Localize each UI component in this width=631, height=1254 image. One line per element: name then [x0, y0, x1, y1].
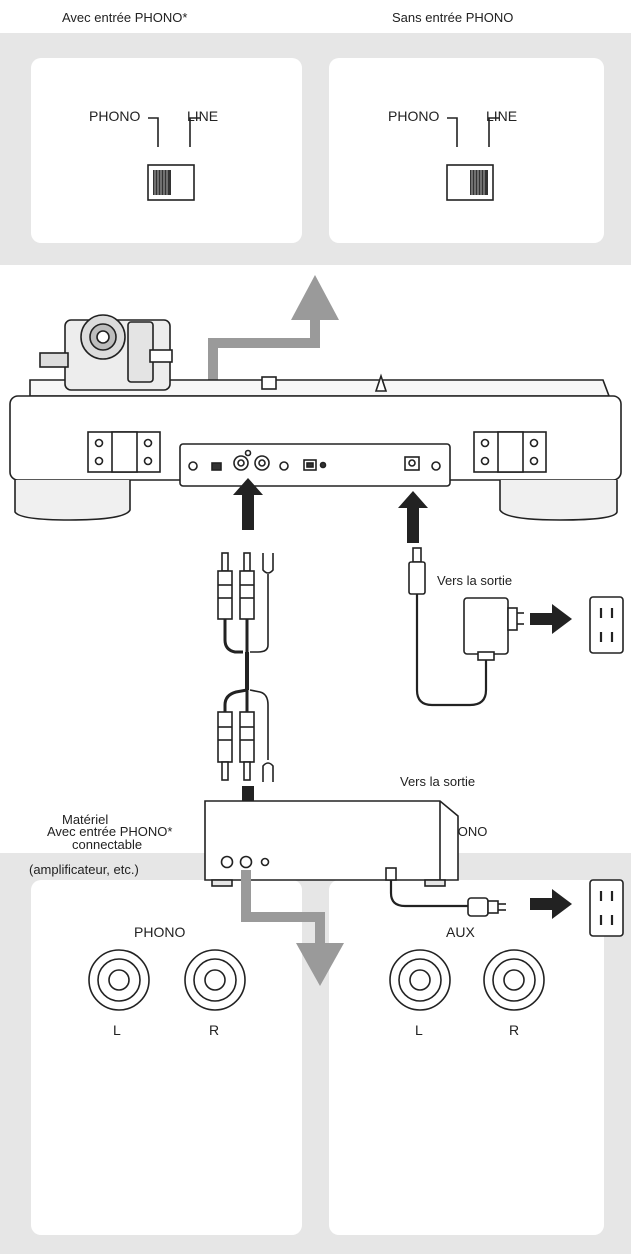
wall-outlet-1-icon	[589, 596, 624, 654]
top-right-line-label: LINE	[486, 108, 518, 124]
black-arrow-up-rca	[233, 478, 263, 495]
black-arrow-right-outlet-2	[530, 889, 572, 919]
bottom-right-jack-r-label: R	[509, 1022, 520, 1038]
device-label-line1: Matériel	[62, 812, 109, 827]
bottom-left-panel	[31, 880, 302, 1235]
top-right-phono-label: PHONO	[388, 108, 440, 124]
black-arrow-up-dc	[398, 491, 428, 508]
bottom-left-title: PHONO	[134, 924, 186, 940]
bottom-left-jacks	[88, 949, 246, 1011]
black-arrow-up-rca-stem	[242, 494, 254, 530]
device-label-line2: connectable	[72, 837, 143, 852]
top-right-switch	[446, 117, 499, 201]
bottom-right-panel	[329, 880, 604, 1235]
top-left-panel	[31, 58, 302, 243]
top-right-panel	[329, 58, 604, 243]
wall-outlet-2-icon	[589, 879, 624, 937]
rca-cable	[217, 552, 274, 782]
top-left-switch	[147, 117, 200, 201]
device-label-line3: (amplificateur, etc.)	[29, 862, 139, 877]
outlet-label-turntable: Vers la sortie	[437, 573, 513, 588]
gray-arrow-down	[241, 870, 344, 986]
bottom-left-jack-l-label: L	[113, 1022, 121, 1038]
turntable	[9, 314, 622, 521]
top-left-phono-label: PHONO	[89, 108, 141, 124]
outlet-label-amplifier: Vers la sortie	[400, 774, 476, 789]
bottom-left-jack-r-label: R	[209, 1022, 220, 1038]
top-left-line-label: LINE	[187, 108, 219, 124]
black-arrow-up-dc-stem	[407, 507, 419, 543]
bottom-right-title: AUX	[446, 924, 475, 940]
black-arrow-right-outlet-1	[530, 604, 572, 634]
bottom-left-caption: Avec entrée PHONO*	[47, 824, 173, 839]
top-left-caption: Avec entrée PHONO*	[62, 10, 188, 25]
ac-adapter	[408, 547, 524, 707]
bottom-right-jacks	[389, 949, 545, 1011]
amplifier	[204, 800, 506, 917]
top-right-caption: Sans entrée PHONO	[392, 10, 514, 25]
bottom-right-jack-l-label: L	[415, 1022, 423, 1038]
